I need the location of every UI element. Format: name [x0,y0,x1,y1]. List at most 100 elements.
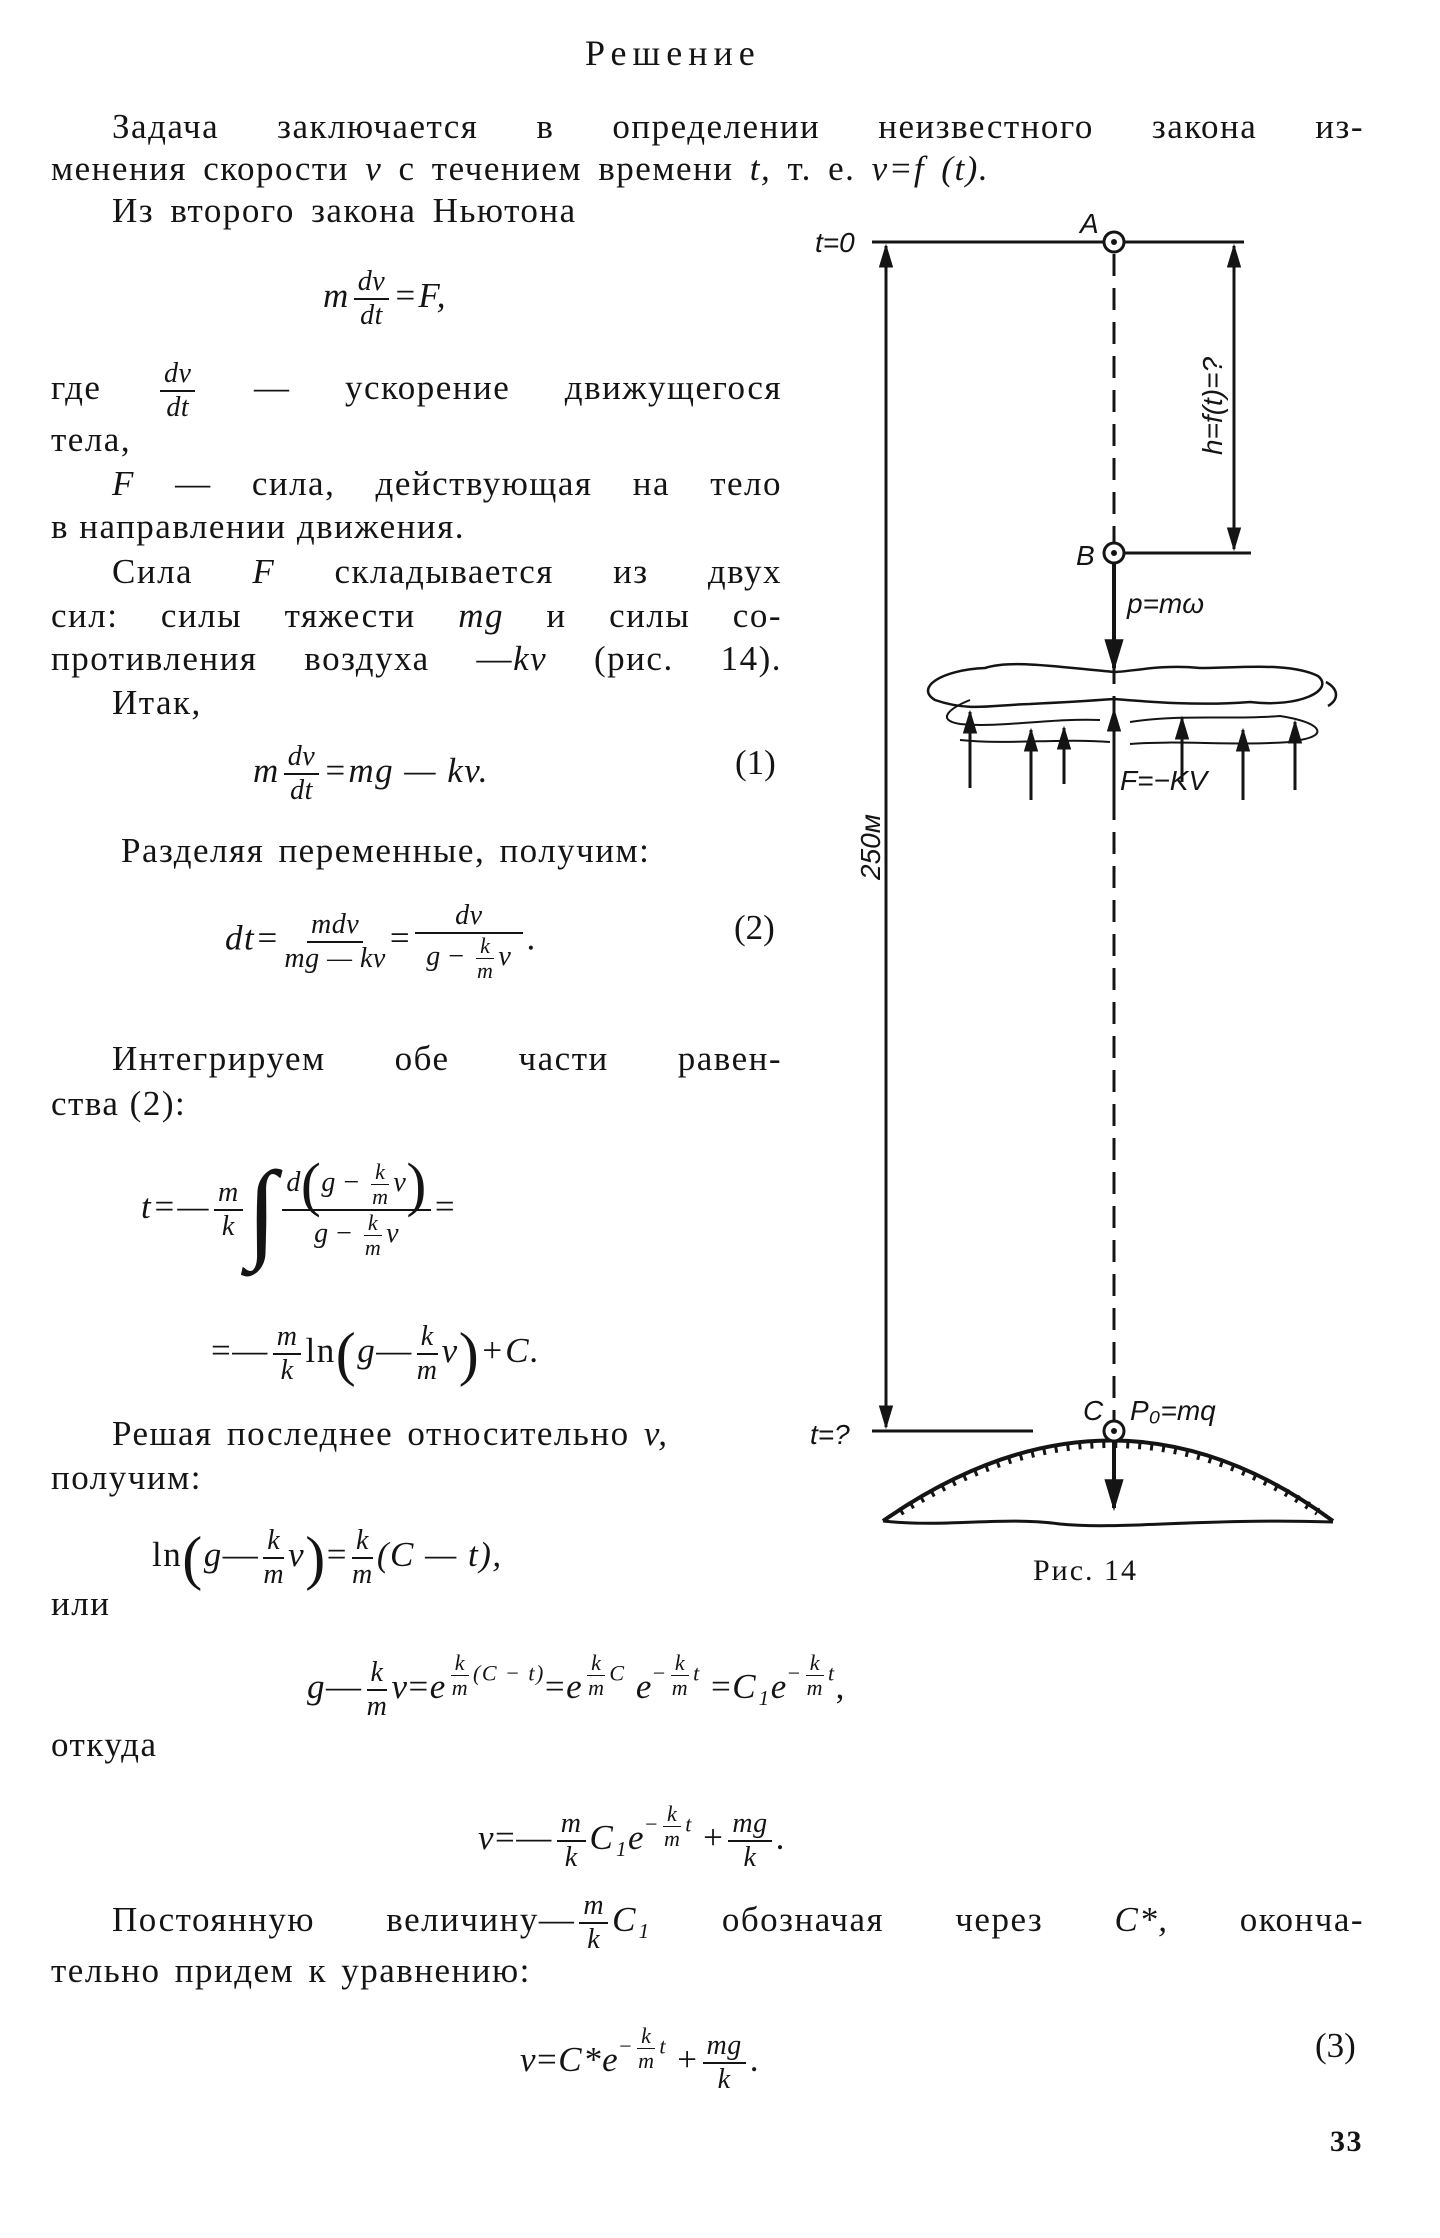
lhs: t=— [141,1187,210,1227]
paragraph-line: менения скорости v с течением времени t,… [51,147,989,191]
num: dv [415,900,523,934]
paragraph-line: сил: силы тяжести mg и силы со- [51,594,782,638]
num: mdv [307,909,364,943]
paragraph-line: тела, [51,420,132,459]
page-title: Решение [585,33,761,73]
den: dt [360,300,383,331]
label-height: h=f(t)=? [1197,357,1228,455]
label-t0: t=0 [815,227,855,258]
dot: . [526,918,537,958]
paragraph-line: получим: [51,1458,202,1497]
var: mg [458,596,504,635]
label-a: A [1078,208,1099,239]
var: t, [749,149,772,188]
equation-label: (1) [735,743,776,782]
var: F [252,552,276,591]
text: т. е. [787,149,856,188]
text: Сила [112,552,194,591]
paragraph-line: откуда [51,1725,158,1764]
den: dt [166,392,190,423]
paragraph-line: Сила F складывается из двух [112,550,782,594]
integral-sign: ∫ [246,1149,279,1271]
rhs: +C. [480,1331,541,1371]
paragraph-line: тельно придем к уравнению: [51,1951,531,1990]
label-weight: p=mω [1126,588,1204,619]
rhs: =F, [393,276,447,316]
var: v [365,149,383,188]
cloud [926,662,1324,709]
text: — ускорение движущегося [253,368,783,408]
paragraph-line: Интегрируем обе части равен- [112,1039,782,1078]
lhs: dt= [225,918,281,958]
den: dt [290,775,313,806]
label-b: B [1076,540,1095,571]
num: dv [353,266,390,300]
var: v=f (t). [871,149,990,188]
text: обозначая через [721,1900,1044,1940]
paragraph-line: противления воздуха —kv (рис. 14). [51,637,782,681]
var: m [253,751,280,791]
paragraph-line: Решая последнее относительно v, [112,1412,669,1456]
paragraph-line: Задача заключается в определении неизвес… [112,107,1364,146]
label-drag: F=−KV [1120,765,1209,796]
paragraph-line: Итак, [112,683,202,722]
var: m [323,276,350,316]
label-gravity: P₀=mq [1130,1395,1216,1426]
lhs: =— [211,1331,269,1371]
var: F [112,464,135,503]
label-distance: 250м [855,814,886,881]
paragraph-line: F — сила, действующая на тело [112,462,782,506]
text: (рис. 14). [594,639,782,678]
paragraph-line: в направлении движения. [51,507,465,546]
paragraph-line: или [51,1584,111,1623]
paragraph-line: Из второго закона Ньютона [112,191,577,230]
var: kv [513,639,548,678]
rhs: (C — t), [376,1535,503,1575]
label-t-end: t=? [810,1419,850,1450]
text: где [51,368,102,408]
text: Постоянную величину [112,1900,539,1940]
text: складывается из двух [334,552,783,591]
text: противления воздуха — [51,639,514,678]
text: с течением времени [398,149,734,188]
rhs: =mg — kv. [323,751,489,791]
var: v, [643,1414,669,1453]
paragraph-line: Разделяя переменные, получим: [121,831,651,870]
text: оконча- [1239,1900,1365,1940]
paragraph-line: ства (2): [51,1084,187,1123]
drag-arrows [962,707,1303,810]
label-c: C [1083,1395,1104,1426]
equation-label: (3) [1315,2026,1356,2065]
